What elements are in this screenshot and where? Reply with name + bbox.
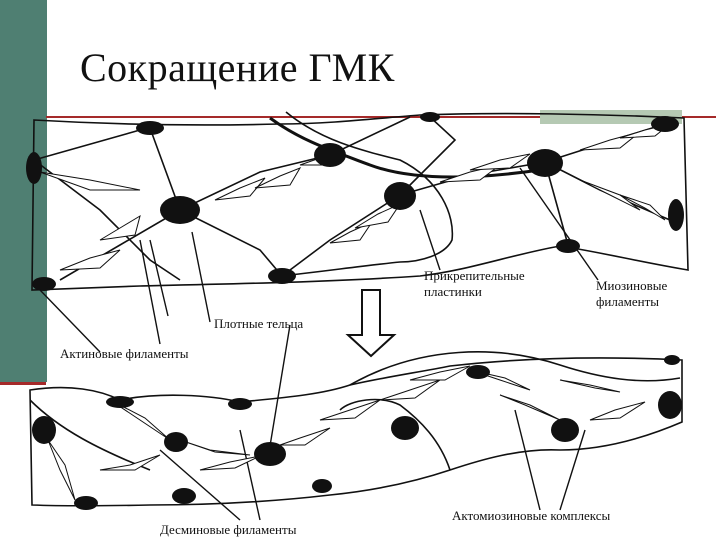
transition-arrow bbox=[345, 289, 397, 358]
relaxed-cell bbox=[31, 111, 689, 291]
sidebar-red-mark bbox=[0, 382, 46, 385]
label-dense-bodies: Плотные тельца bbox=[214, 316, 304, 331]
label-actin-filaments: Актиновые филаменты bbox=[60, 346, 189, 361]
sidebar-border bbox=[46, 0, 47, 382]
dense-bodies-bottom bbox=[32, 355, 682, 510]
label-myosin-filaments: Миозиновые филаменты bbox=[596, 278, 668, 309]
left-sidebar-bar bbox=[0, 0, 46, 382]
label-actomyosin-complexes: Актомиозиновые комплексы bbox=[452, 508, 611, 523]
dense-bodies-top bbox=[26, 112, 684, 291]
leader-lines bbox=[39, 167, 599, 521]
label-attachment-plates: Прикрепительные пластинки bbox=[424, 268, 525, 299]
contracted-cell bbox=[29, 351, 683, 507]
title-underline bbox=[46, 116, 716, 118]
slide-title: Сокращение ГМК bbox=[80, 45, 395, 90]
label-desmin-filaments: Десминовые филаменты bbox=[160, 522, 297, 537]
actomyosin-complexes bbox=[47, 365, 646, 501]
